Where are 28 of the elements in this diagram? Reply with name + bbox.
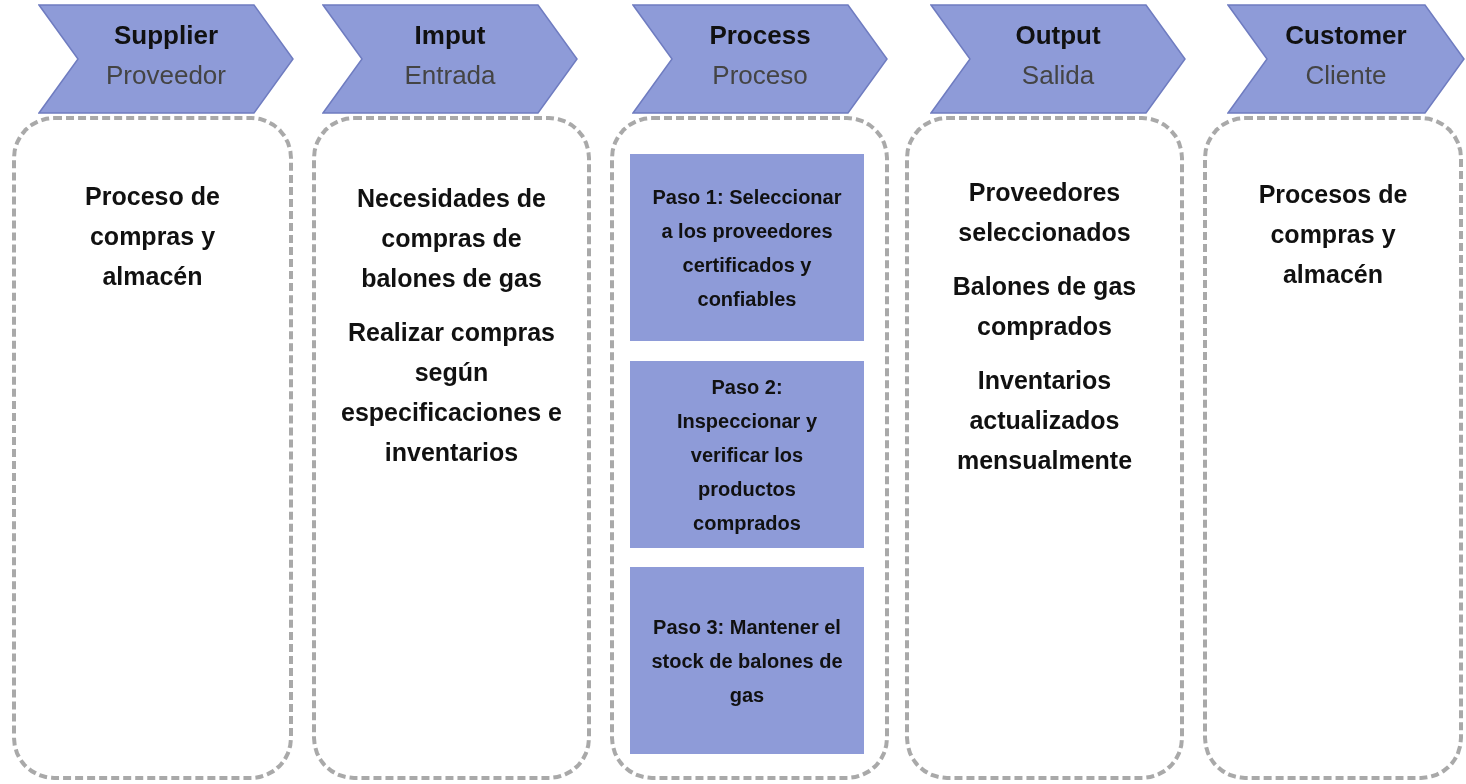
- column-text: Necesidades de compras de balones de gas: [356, 183, 547, 294]
- column-subheading: Proveedor: [105, 60, 227, 91]
- step-text: Paso 1: Seleccionar a los proveedores certificados y confiables: [651, 184, 843, 312]
- column-heading: Process: [708, 20, 812, 51]
- step-text: Paso 3: Mantener el stock de balones de gas: [650, 614, 844, 708]
- column-heading: Supplier: [113, 20, 219, 51]
- column-text: Realizar compras según especificaciones e inventarios: [340, 317, 563, 468]
- dashed-panel: [905, 116, 1184, 780]
- column-heading: Customer: [1284, 20, 1408, 51]
- dashed-panel: [12, 116, 293, 780]
- column-subheading: Cliente: [1304, 60, 1388, 91]
- process-step: [630, 361, 864, 548]
- process-step: [630, 567, 864, 754]
- column-subheading: Salida: [1020, 60, 1096, 91]
- column-text: Balones de gas comprados: [951, 271, 1138, 342]
- dashed-panel: [1203, 116, 1463, 780]
- dashed-panel: [312, 116, 591, 780]
- column-text: Procesos de compras y almacén: [1257, 179, 1409, 290]
- column-subheading: Entrada: [403, 60, 497, 91]
- step-text: Paso 2: Inspeccionar y verificar los productos comprados: [675, 374, 819, 536]
- column-heading: Imput: [413, 20, 487, 51]
- process-step: [630, 154, 864, 341]
- column-text: Proceso de compras y almacén: [84, 181, 221, 292]
- dashed-panel: [610, 116, 889, 780]
- column-heading: Output: [1014, 20, 1102, 51]
- column-subheading: Proceso: [711, 60, 809, 91]
- column-text: Inventarios actualizados mensualmente: [955, 365, 1134, 476]
- column-text: Proveedores seleccionados: [957, 177, 1132, 248]
